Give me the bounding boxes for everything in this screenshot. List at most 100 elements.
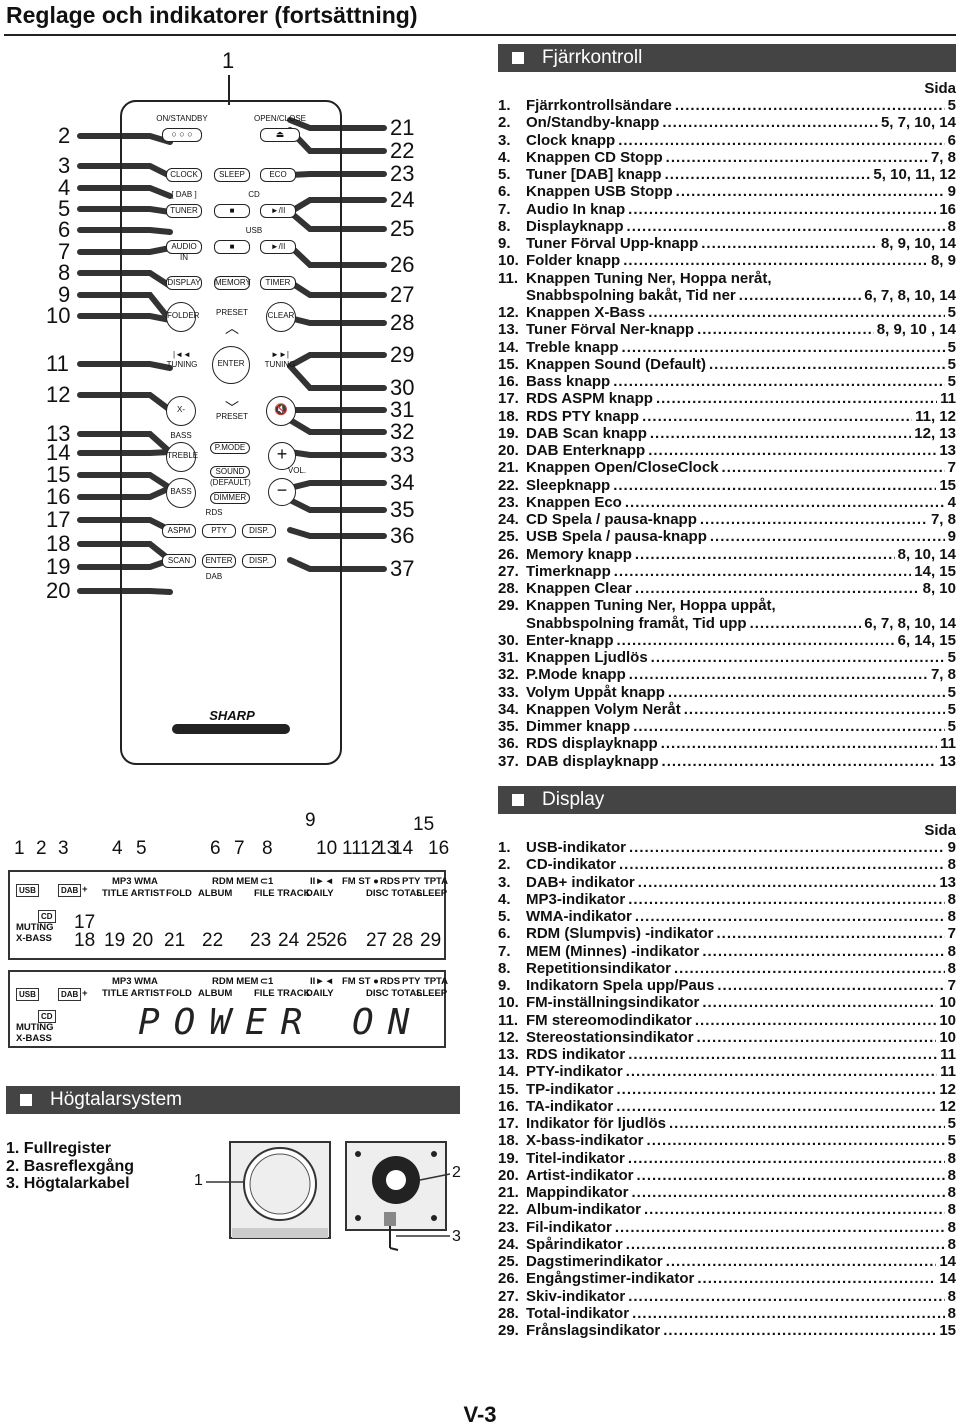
preset-up-icon[interactable]: ︿ [225, 320, 239, 336]
display-callout-number: 4 [112, 838, 123, 859]
memory-button[interactable]: MEMORY [214, 276, 251, 290]
rds-disp-button[interactable]: DISP. [242, 524, 276, 538]
audio-in-button[interactable]: AUDIO IN [166, 240, 202, 262]
item-number: 36. [498, 735, 519, 753]
cd-indicator: CD [38, 910, 56, 923]
pmode-button[interactable]: P.MODE [210, 442, 250, 454]
dot-leader [642, 408, 912, 425]
eco-button[interactable]: ECO [260, 168, 296, 182]
item-page: 5 [947, 1115, 956, 1132]
item-page: 5, 10, 11, 12 [873, 166, 956, 183]
item-label: Engångstimer-indikator [526, 1270, 695, 1288]
volume-down-button[interactable]: − [268, 478, 296, 506]
pty-button[interactable]: PTY [202, 524, 236, 538]
on-standby-button[interactable]: ○ ○ ○ [162, 128, 202, 142]
speaker-illustrations [206, 1141, 451, 1251]
mute-button[interactable]: 🔇 [266, 396, 296, 426]
dab-disp-button[interactable]: DISP. [242, 554, 276, 568]
scan-button[interactable]: SCAN [162, 554, 196, 568]
index-row: 22.Album-indikator8 [498, 1201, 956, 1218]
display-button[interactable]: DISPLAY [166, 276, 202, 290]
item-number: 9. [498, 977, 511, 994]
remote-callout-number: 16 [46, 484, 71, 509]
sleep-button[interactable]: SLEEP [214, 168, 250, 182]
dot-leader [635, 546, 895, 563]
cd-stop-button[interactable]: ■ [214, 204, 250, 218]
usb-play-pause-button[interactable]: ►/II [260, 240, 296, 254]
remote-callout-number: 3 [58, 153, 71, 178]
remote-index-list: Sida 1.Fjärrkontrollsändare52.On/Standby… [498, 80, 956, 770]
enter-button[interactable]: ENTER [212, 346, 250, 384]
dot-leader [676, 183, 945, 200]
item-number: 24. [498, 1235, 519, 1253]
open-close-button[interactable]: ⏏ [260, 128, 300, 142]
item-page: 8 [947, 942, 956, 960]
remote-callout-number: 26 [390, 252, 415, 277]
item-number: 11. [498, 269, 519, 287]
clear-button[interactable]: CLEAR [266, 302, 296, 332]
sound-button[interactable]: SOUND [210, 466, 250, 478]
item-page: 5 [947, 649, 956, 666]
item-page: 6, 7, 8, 10, 14 [864, 286, 956, 304]
item-label: TA-indikator [526, 1097, 614, 1115]
repeat-indicator: ⊂1 [260, 876, 274, 887]
index-row: 24.Spårindikator8 [498, 1236, 956, 1253]
item-number: 12. [498, 304, 519, 321]
xbass-button[interactable]: X-BASS [166, 396, 196, 440]
item-label: Memory knapp [526, 545, 632, 563]
item-label: Frånslagsindikator [526, 1322, 661, 1339]
item-number: 7. [498, 200, 511, 218]
sleep-indicator: SLEEP [416, 888, 448, 899]
dot-leader [722, 459, 945, 476]
item-label: Timerknapp [526, 562, 611, 580]
dot-leader [617, 1081, 937, 1098]
tuner-button[interactable]: TUNER [166, 204, 202, 218]
remote-callout-number: 19 [46, 554, 71, 579]
dot-leader [632, 1184, 945, 1201]
index-row: 18.X-bass-indikator5 [498, 1132, 956, 1149]
remote-callout-number: 25 [390, 216, 415, 241]
volume-up-button[interactable]: + [268, 442, 296, 470]
cd-play-pause-button[interactable]: ►/II [260, 204, 296, 218]
timer-button[interactable]: TIMER [260, 276, 296, 290]
item-number: 18. [498, 407, 519, 425]
dab-enter-button[interactable]: ENTER [202, 554, 236, 568]
preset-down-icon[interactable]: ﹀ [225, 400, 239, 416]
index-row: 28.Total-indikator8 [498, 1305, 956, 1322]
speaker-section-title: Högtalarsystem [50, 1089, 182, 1110]
treble-button[interactable]: TREBLE [166, 442, 198, 472]
item-label: Stereostationsindikator [526, 1028, 694, 1046]
index-row: 2.On/Standby-knapp5, 7, 10, 14 [498, 114, 956, 131]
item-label: FM stereomodindikator [526, 1011, 692, 1029]
index-row: 34.Knappen Volym Neråt5 [498, 701, 956, 718]
item-number: 16. [498, 373, 519, 390]
clock-button[interactable]: CLOCK [166, 168, 202, 182]
dot-leader [717, 977, 944, 994]
display-callout-number: 27 [366, 930, 388, 951]
display-callout-number: 25 [306, 930, 328, 951]
dot-leader [644, 1201, 945, 1218]
item-label: Skiv-indikator [526, 1287, 626, 1305]
item-number: 14. [498, 338, 519, 356]
dimmer-button[interactable]: DIMMER [210, 492, 250, 504]
remote-callout-number: 18 [46, 531, 71, 556]
remote-callout-number: 17 [46, 507, 71, 532]
item-number: 23. [498, 1218, 519, 1236]
item-page: 7, 8 [930, 511, 956, 528]
usb-stop-button[interactable]: ■ [214, 240, 250, 254]
folder-button[interactable]: FOLDER [166, 302, 199, 332]
aspm-button[interactable]: ASPM [162, 524, 196, 538]
dot-leader [684, 701, 945, 718]
dot-leader [614, 563, 912, 580]
display-callout-number: 26 [326, 930, 348, 951]
item-page: 7 [947, 925, 956, 943]
item-page: 8 [947, 1184, 956, 1201]
item-number: 4. [498, 148, 511, 166]
item-label: Snabbspolning framåt, Tid upp [526, 614, 747, 632]
item-page: 6, 14, 15 [897, 631, 956, 649]
item-label: Displayknapp [526, 217, 624, 235]
bass-button[interactable]: BASS [166, 478, 196, 508]
dot-leader [613, 477, 936, 494]
tuning-up-icon[interactable]: ►►| [271, 350, 289, 359]
tuning-down-icon[interactable]: |◄◄ [173, 350, 191, 359]
